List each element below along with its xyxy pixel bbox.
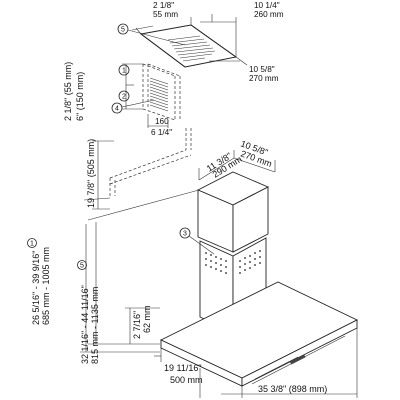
duct-top-dimension-lines: [198, 150, 276, 181]
chimney: [196, 171, 270, 333]
top-side-in: 10 5/8": [249, 65, 275, 74]
range2-in: 32 1/16" - 44 11/16": [80, 285, 90, 364]
callout-5: 5: [117, 23, 186, 46]
canopy-height-mm: 62 mm: [142, 305, 152, 333]
top-depth-in: 2 1/8": [153, 1, 174, 10]
callout-4-label: 4: [115, 106, 119, 113]
wall-bracket: [142, 63, 181, 121]
range1-in: 26 5/16" - 39 9/16": [31, 251, 41, 325]
callout-4: 4: [111, 99, 155, 114]
bracket-dimension-lines: [122, 63, 169, 128]
canopy-width-label: 35 3/8" (898 mm): [258, 384, 327, 394]
callout-1-upper: 1: [118, 64, 130, 76]
range1-mm: 685 mm - 1005 mm: [41, 247, 51, 325]
bracket-width-in: 6 1/4": [151, 128, 172, 137]
top-side-mm: 270 mm: [249, 74, 279, 83]
mount-height-label: 19 7/8" (505 mm): [86, 139, 96, 208]
bracket-height-label: 6" (150 mm): [75, 72, 85, 121]
canopy-depth-in: 19 11/16": [164, 363, 202, 373]
callout-3: 3: [179, 227, 215, 255]
callout-5-lower: 5: [77, 260, 87, 270]
control-panel: [289, 354, 306, 365]
canopy-depth-mm: 500 mm: [170, 375, 203, 385]
callout-5-label: 5: [121, 27, 125, 34]
callout-2-label: 2: [122, 94, 126, 101]
callout-2: 2: [118, 90, 130, 102]
bracket-width-mm: 160: [155, 117, 169, 126]
callout-3-label: 3: [183, 231, 187, 238]
chimney-upper-right-face: [232, 186, 269, 253]
chimney-vent-dots: [205, 250, 261, 274]
top-width-mm: 260 mm: [254, 10, 284, 19]
callout-1-lower-label: 1: [30, 241, 34, 248]
canopy: [159, 281, 359, 387]
canopy-height-in: 2 7/16": [132, 311, 142, 339]
height-range-dimensions: [80, 189, 200, 353]
top-dimension-lines: [131, 14, 248, 66]
lower-bracket: [109, 128, 192, 196]
top-width-in: 10 1/4": [254, 1, 280, 10]
callout-1-lower: 1: [27, 238, 37, 248]
mount-height-dimension: [92, 140, 114, 210]
callout-1-upper-label: 1: [122, 68, 126, 75]
callout-5-lower-label: 5: [80, 263, 84, 270]
wall-bracket-hatching: [149, 77, 169, 112]
top-depth-mm: 55 mm: [153, 10, 178, 19]
range2-mm: 815 mm - 1135 mm: [90, 287, 100, 364]
bracket-gap-label: 2 1/8" (55 mm): [63, 62, 73, 121]
bottom-dimension-lines: [154, 328, 358, 398]
